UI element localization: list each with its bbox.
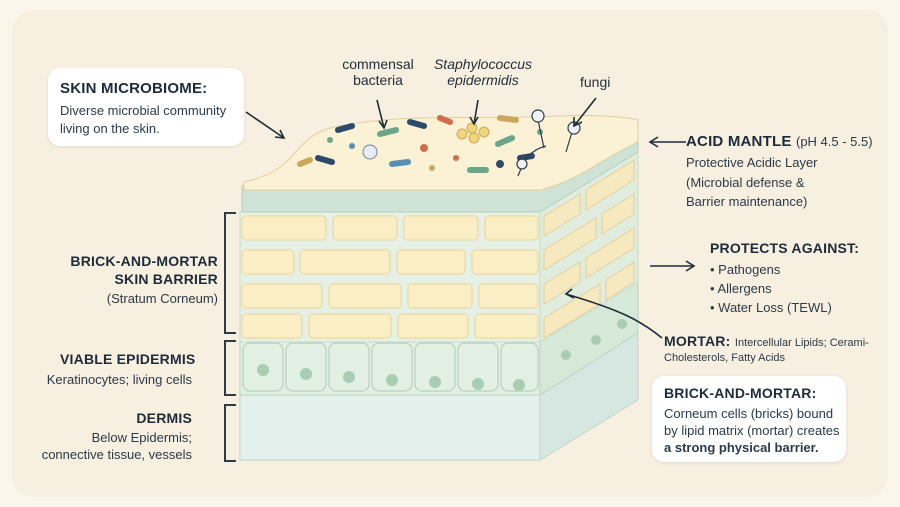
cell-nuclei <box>257 319 627 391</box>
barrier-sub: (Stratum Corneum) <box>106 291 218 306</box>
bricks <box>241 215 539 339</box>
bm-line2: by lipid matrix (mortar) creates <box>664 423 840 438</box>
cocci <box>327 122 543 171</box>
dermis-line2: connective tissue, vessels <box>41 447 192 462</box>
microbiome-line2: living on the skin. <box>60 121 160 136</box>
dermis-title: DERMIS <box>136 410 192 426</box>
epidermis-sub: Keratinocytes; living cells <box>46 372 192 387</box>
protects-item-3: • Water Loss (TEWL) <box>710 300 832 315</box>
epidermis-title: VIABLE EPIDERMIS <box>60 351 196 367</box>
barrier-title-line1: BRICK-AND-MORTAR <box>70 253 218 269</box>
mortar-text1: Intercellular Lipids; Cerami- <box>734 337 869 349</box>
acid-mantle-line2: (Microbial defense & <box>686 175 805 190</box>
fungi-label: fungi <box>580 74 611 90</box>
acid-mantle-line1: Protective Acidic Layer <box>686 155 818 170</box>
bm-line3: a strong physical barrier. <box>664 440 819 455</box>
protects-title: PROTECTS AGAINST: <box>710 240 860 256</box>
pointer-arrows <box>245 97 696 339</box>
side-bricks <box>543 159 635 339</box>
microbiome-box: SKIN MICROBIOME: Diverse microbial commu… <box>48 68 244 146</box>
acid-mantle-heading: ACID MANTLE (pH 4.5 - 5.5) <box>686 133 873 151</box>
bm-title: BRICK-AND-MORTAR: <box>664 385 817 401</box>
barrier-bracket <box>224 212 236 334</box>
dermis-line1: Below Epidermis; <box>91 430 192 445</box>
mortar-line1: MORTAR: Intercellular Lipids; Cerami- <box>664 333 869 351</box>
bm-line1: Corneum cells (bricks) bound <box>664 406 834 421</box>
fungi-hyphae <box>516 109 581 177</box>
protects-item-1: • Pathogens <box>710 262 781 277</box>
dermis-bracket <box>224 404 236 462</box>
protects-item-2: • Allergens <box>710 281 772 296</box>
mortar-line2: Cholesterols, Fatty Acids <box>664 352 786 364</box>
acid-mantle-ph: (pH 4.5 - 5.5) <box>795 134 873 149</box>
bacteria-rods <box>297 115 535 173</box>
dermis-front <box>239 391 541 461</box>
acid-mantle-line3: Barrier maintenance) <box>686 194 808 209</box>
microbiome-title: SKIN MICROBIOME: <box>60 80 208 97</box>
barrier-title-line2: SKIN BARRIER <box>114 271 218 287</box>
acid-mantle-title: ACID MANTLE <box>686 133 792 150</box>
brick-mortar-box: BRICK-AND-MORTAR: Corneum cells (bricks)… <box>652 376 846 462</box>
epidermis-bracket <box>224 340 236 396</box>
mortar-title: MORTAR: <box>664 333 731 349</box>
microbiome-line1: Diverse microbial community <box>60 103 227 118</box>
